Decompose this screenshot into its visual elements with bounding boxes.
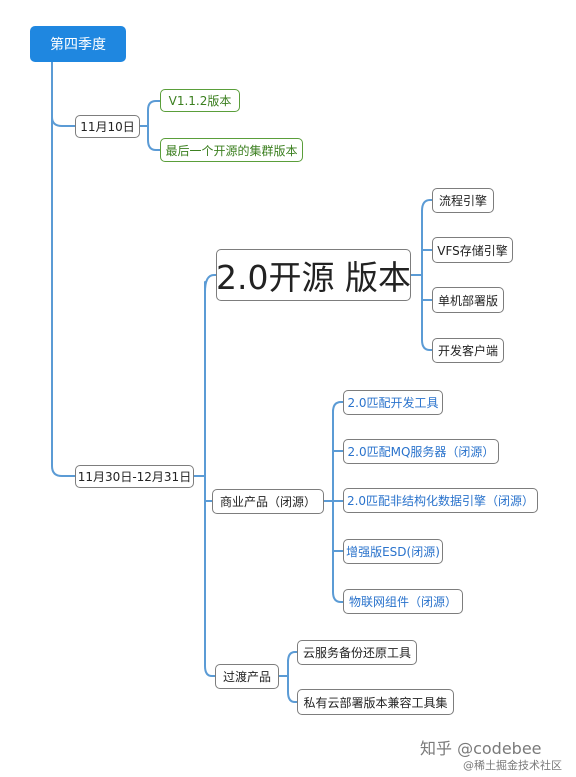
connector-dec-children xyxy=(193,274,217,677)
process-engine-node: 流程引擎 xyxy=(432,188,494,213)
iot-component-node: 物联网组件（闭源） xyxy=(343,589,463,614)
connector-nov10-children xyxy=(139,100,161,151)
watermark-zhihu: 知乎 @codebee xyxy=(420,739,542,758)
last-open-source-cluster-node: 最后一个开源的集群版本 xyxy=(160,138,303,162)
commercial-products-node: 商业产品（闭源） xyxy=(212,489,324,514)
cloud-backup-tool-node: 云服务备份还原工具 xyxy=(297,640,417,665)
root-node: 第四季度 xyxy=(30,26,126,62)
standalone-deploy-node: 单机部署版 xyxy=(432,287,504,313)
branch-nov10-node: 11月10日 xyxy=(75,115,140,138)
connector-open-source-children xyxy=(410,199,433,351)
connector-transition-children xyxy=(278,651,298,703)
branch-dec-node: 11月30日-12月31日 xyxy=(75,465,194,488)
dev-client-node: 开发客户端 xyxy=(432,338,504,363)
private-cloud-compat-toolset-node: 私有云部署版本兼容工具集 xyxy=(297,689,454,715)
watermark-juejin: @稀土掘金技术社区 xyxy=(463,759,562,772)
transition-products-node: 过渡产品 xyxy=(215,664,279,689)
connector-root-nov10 xyxy=(51,116,76,127)
vfs-storage-engine-node: VFS存储引擎 xyxy=(432,237,513,263)
v112-node: V1.1.2版本 xyxy=(160,89,240,112)
unstructured-data-engine-node: 2.0匹配非结构化数据引擎（闭源） xyxy=(343,488,538,513)
dev-tool-node: 2.0匹配开发工具 xyxy=(343,390,443,415)
connector-commercial-children xyxy=(323,401,344,603)
connector-root-branches xyxy=(51,61,76,477)
mq-server-node: 2.0匹配MQ服务器（闭源） xyxy=(343,439,499,464)
open-source-v2-node: 2.0开源 版本 xyxy=(216,249,411,301)
enhanced-esd-node: 增强版ESD(闭源) xyxy=(343,539,443,564)
